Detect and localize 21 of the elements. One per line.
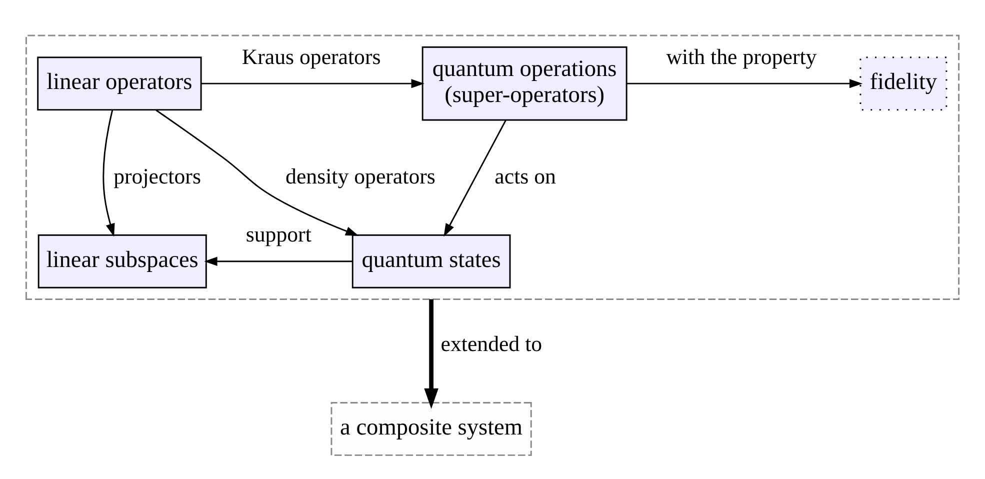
arrow (156, 110, 359, 236)
edge-label: with the property (666, 44, 817, 69)
node-box: a composite system (330, 402, 532, 456)
cluster (25, 34, 960, 300)
edge-label: density operators (286, 164, 436, 188)
arrow (102, 110, 115, 237)
arrow (204, 256, 352, 266)
arrow (201, 78, 424, 88)
arrow (626, 78, 863, 88)
node-box: fidelity (860, 56, 948, 111)
edge-label: acts on (494, 164, 556, 188)
node-box: quantum states (352, 234, 511, 288)
edge-label: extended to (440, 332, 542, 356)
arrow (424, 299, 438, 409)
edge-label: projectors (114, 164, 201, 188)
node-box: linear operators (37, 56, 202, 111)
edge-label: support (246, 222, 312, 247)
arrow (444, 120, 506, 237)
node-box: linear subspaces (38, 234, 207, 288)
node-box: quantum operations (super-operators) (422, 46, 628, 121)
edge-label: Kraus operators (242, 44, 381, 69)
